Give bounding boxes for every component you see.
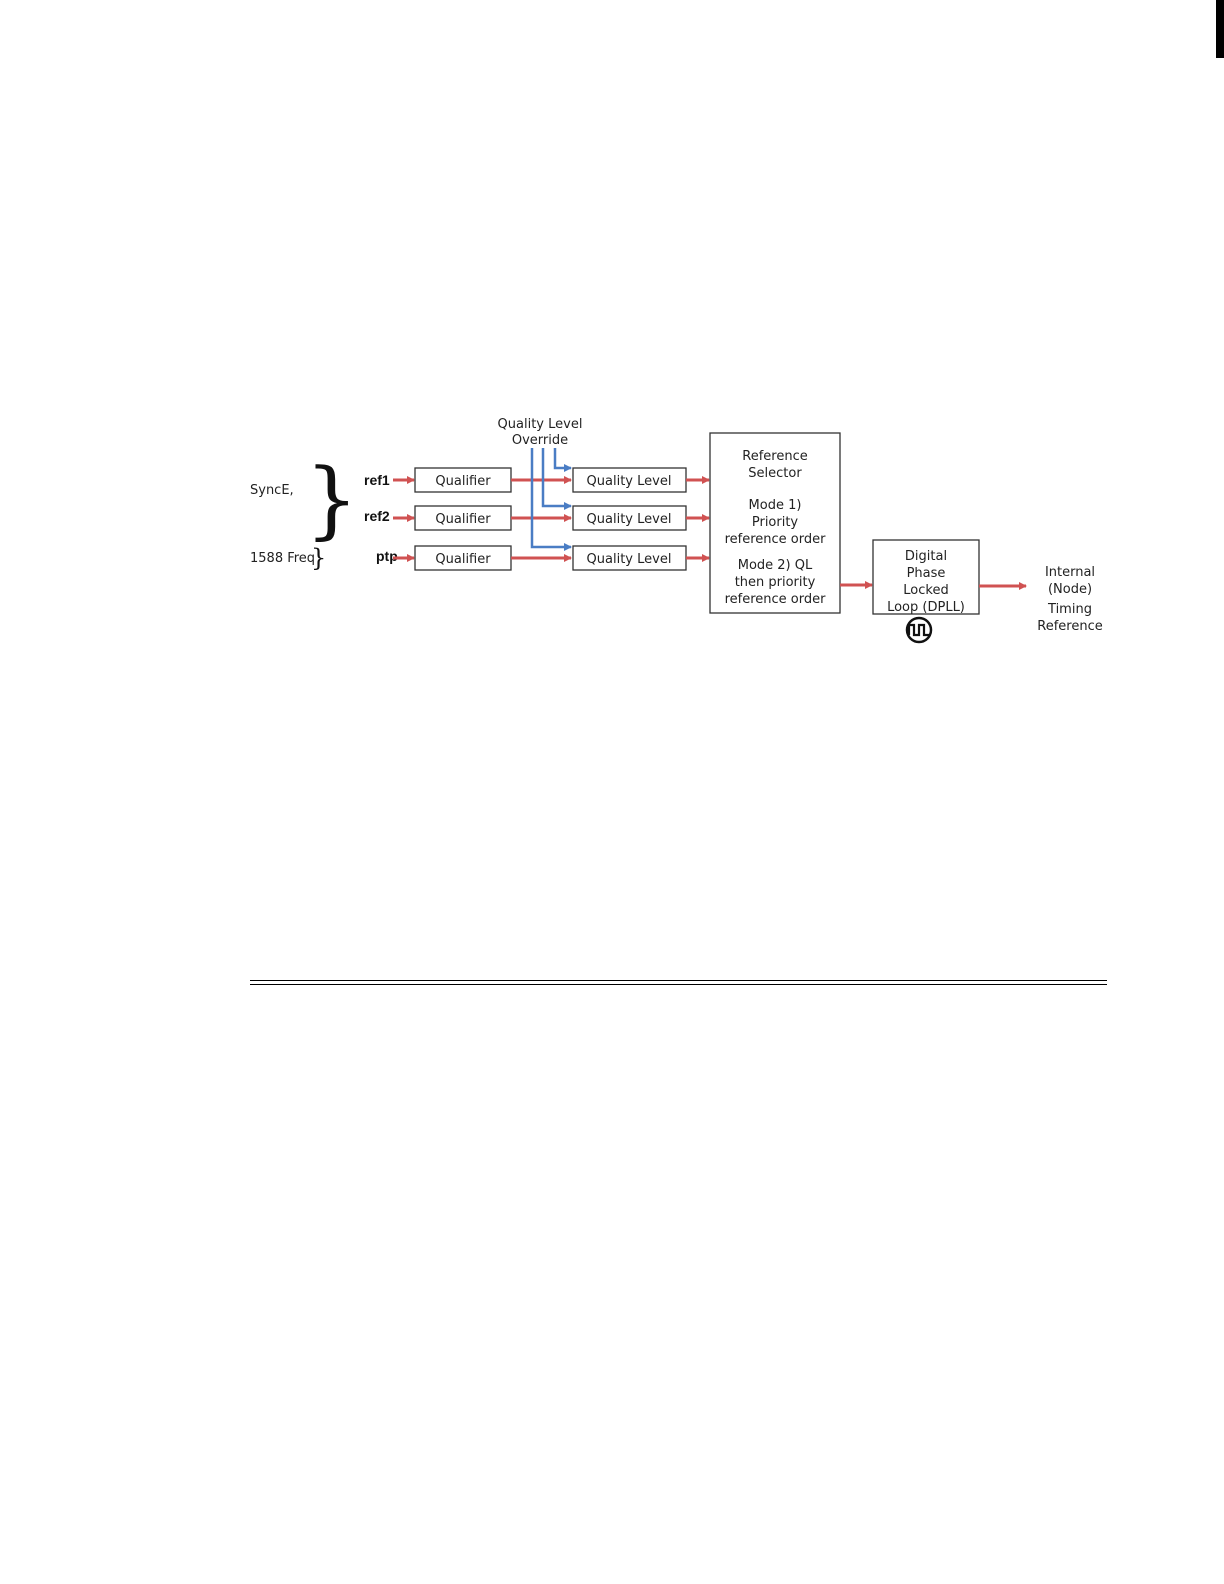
ref2-label: ref2 bbox=[364, 508, 390, 524]
selector-line-7: Mode 2) QL bbox=[738, 558, 813, 573]
dpll-line-3: Locked bbox=[903, 583, 948, 598]
footer-rule-bottom bbox=[250, 984, 1107, 985]
dpll-box: Digital Phase Locked Loop (DPLL) bbox=[873, 540, 979, 615]
override-line-3 bbox=[532, 448, 571, 547]
quality-level-box-2: Quality Level bbox=[573, 506, 686, 530]
synce-brace: } bbox=[305, 450, 358, 548]
quality-level-box-1: Quality Level bbox=[573, 468, 686, 492]
qualifier-2-label: Qualifier bbox=[435, 512, 491, 527]
synce-label: SyncE, bbox=[250, 483, 294, 498]
selector-line-2: Selector bbox=[748, 466, 802, 481]
quality-level-1-label: Quality Level bbox=[587, 474, 672, 489]
dpll-line-4: Loop (DPLL) bbox=[887, 600, 965, 615]
output-line-1: Internal bbox=[1045, 565, 1095, 580]
qualifier-box-1: Qualifier bbox=[415, 468, 511, 492]
selector-line-9: reference order bbox=[725, 592, 827, 607]
oscillator-icon bbox=[907, 618, 931, 642]
freq-brace: } bbox=[311, 544, 326, 572]
selector-line-4: Mode 1) bbox=[749, 498, 802, 513]
timing-diagram: SyncE, } 1588 Freq } ref1 ref2 ptp Quali… bbox=[0, 0, 1224, 1000]
quality-level-2-label: Quality Level bbox=[587, 512, 672, 527]
qualifier-box-3: Qualifier bbox=[415, 546, 511, 570]
output-line-4: Reference bbox=[1037, 619, 1102, 634]
output-line-2: (Node) bbox=[1048, 582, 1092, 597]
output-line-3: Timing bbox=[1047, 602, 1092, 617]
override-label-line-2: Override bbox=[512, 433, 568, 448]
ref1-label: ref1 bbox=[364, 472, 390, 488]
qualifier-1-label: Qualifier bbox=[435, 474, 491, 489]
qualifier-box-2: Qualifier bbox=[415, 506, 511, 530]
selector-line-5: Priority bbox=[752, 515, 799, 530]
override-line-2 bbox=[543, 448, 571, 506]
freq-label: 1588 Freq bbox=[250, 551, 315, 566]
override-line-1 bbox=[555, 448, 571, 468]
dpll-line-2: Phase bbox=[907, 566, 946, 581]
dpll-line-1: Digital bbox=[905, 549, 947, 564]
qualifier-3-label: Qualifier bbox=[435, 552, 491, 567]
selector-line-1: Reference bbox=[742, 449, 807, 464]
selector-line-8: then priority bbox=[735, 575, 816, 590]
quality-level-box-3: Quality Level bbox=[573, 546, 686, 570]
reference-selector-box: Reference Selector Mode 1) Priority refe… bbox=[710, 433, 840, 613]
footer-rule-top bbox=[250, 980, 1107, 981]
selector-line-6: reference order bbox=[725, 532, 827, 547]
quality-level-3-label: Quality Level bbox=[587, 552, 672, 567]
override-label-line-1: Quality Level bbox=[498, 417, 583, 432]
ptp-label: ptp bbox=[376, 548, 398, 564]
